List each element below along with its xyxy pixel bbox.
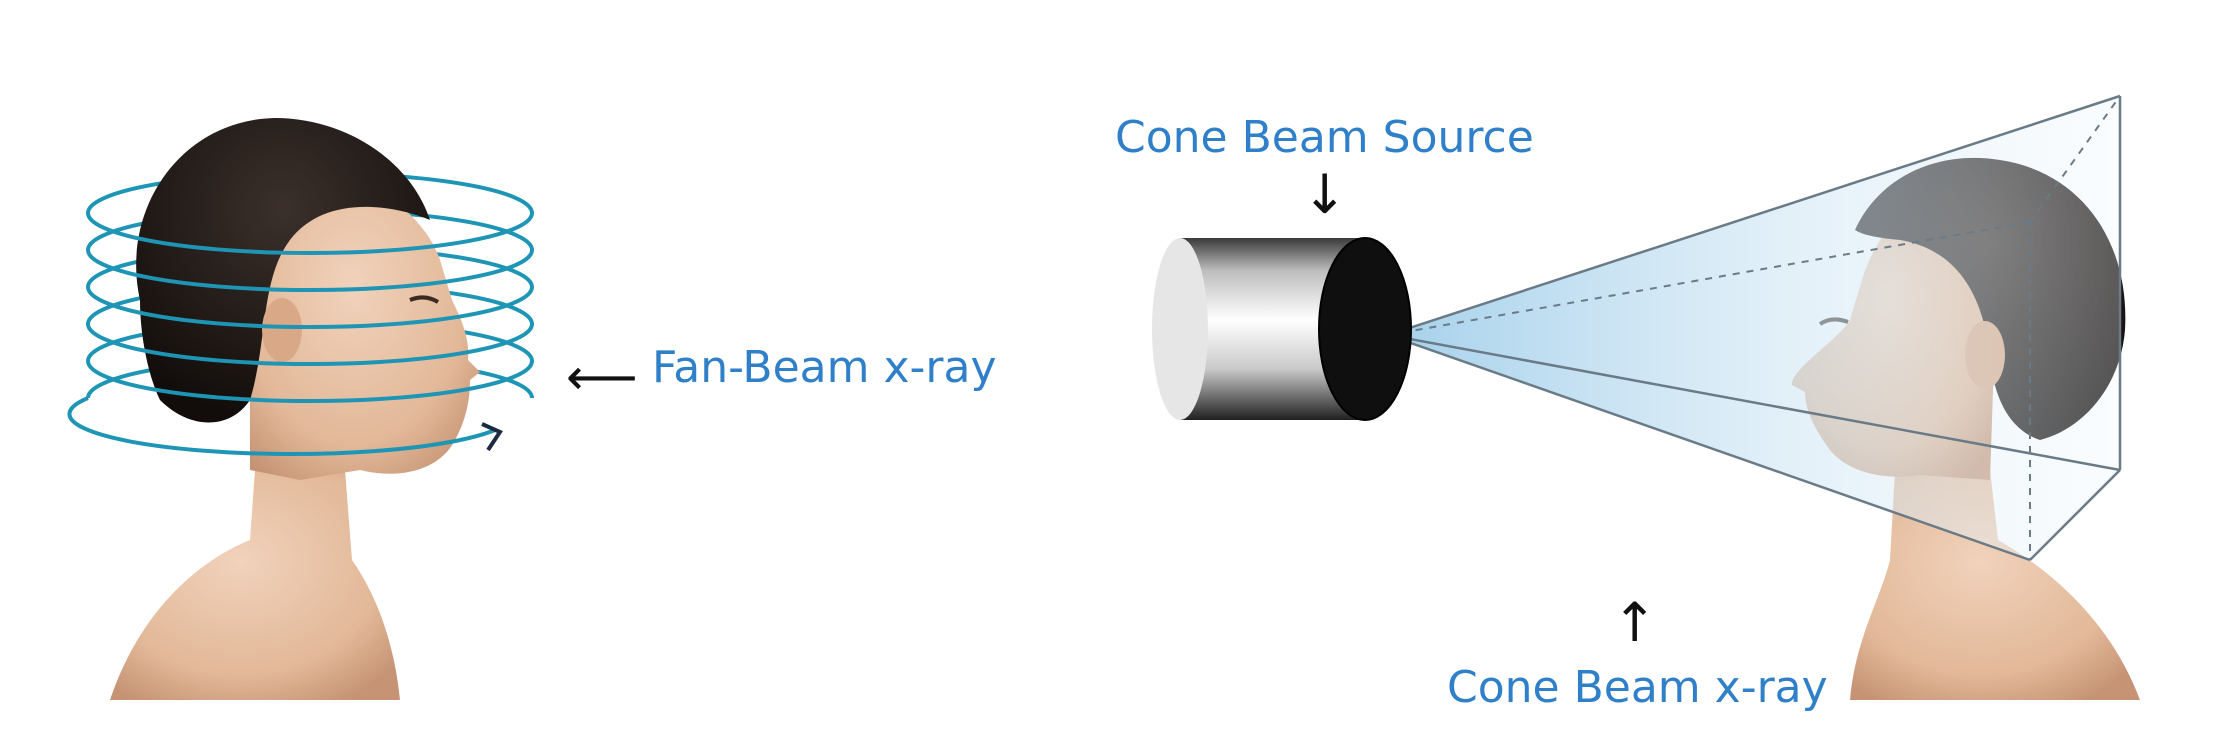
cone-beam-xray-label: Cone Beam x-ray <box>1447 662 1828 713</box>
up-arrow-icon: ↑ <box>1612 591 1658 654</box>
cone-beam <box>1388 96 2120 560</box>
right-person-shoulders <box>1850 470 2140 700</box>
left-arrow-icon: ⟵ <box>566 348 638 406</box>
down-arrow-icon: ↓ <box>1302 163 1348 226</box>
rotation-arrowhead <box>481 422 503 452</box>
left-person-ear <box>262 298 302 362</box>
cone-beam-figure <box>1152 94 2140 700</box>
left-person-shoulders <box>110 470 400 700</box>
fan-beam-rings-front <box>67 212 534 457</box>
fan-beam-label: Fan-Beam x-ray <box>652 342 997 393</box>
cone-beam-source-label: Cone Beam Source <box>1115 112 1534 163</box>
cone-beam-hidden-edges <box>1387 95 2121 560</box>
left-person-hair <box>136 118 431 423</box>
cone-beam-source-cylinder <box>1152 237 1412 421</box>
fan-beam-figure <box>67 118 534 700</box>
cone-beam-edges <box>1387 94 2122 562</box>
